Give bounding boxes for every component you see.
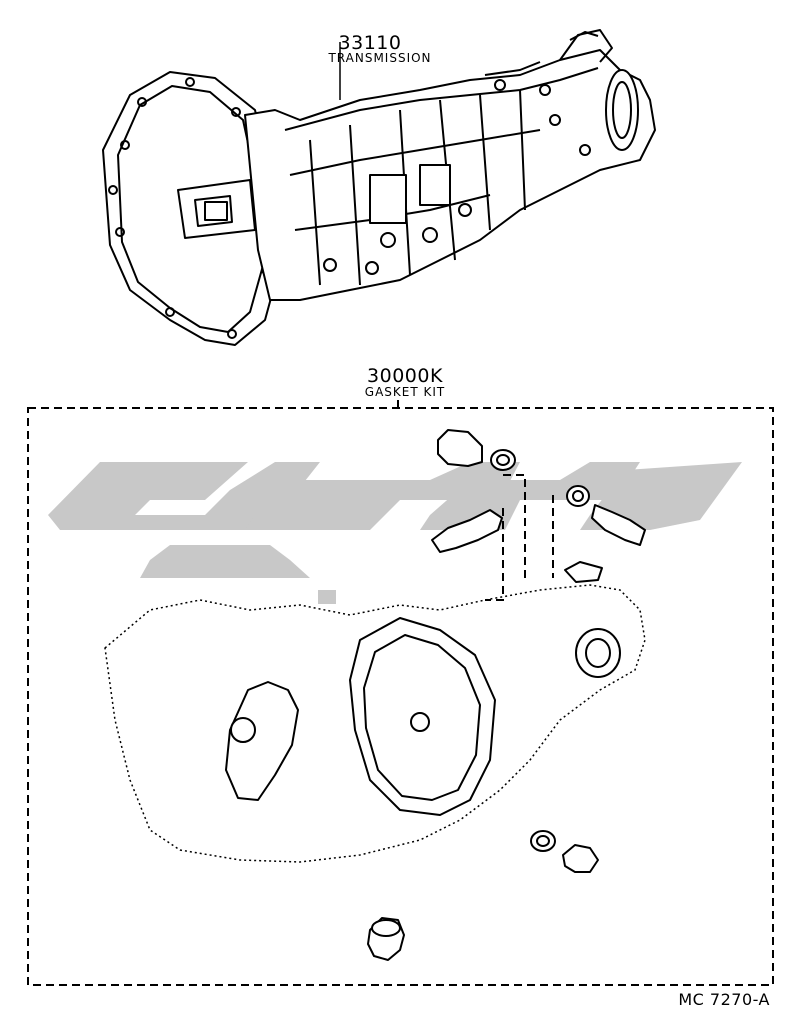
watermark-logo: [48, 462, 742, 604]
transmission-ghost-outline: [104, 584, 646, 863]
transmission-part-number: 33110: [338, 32, 402, 54]
plug-upper-left: [437, 429, 483, 467]
front-cover-gasket: [225, 681, 299, 801]
gasket-kit-part-number: 30000K: [367, 365, 443, 387]
gasket-kit-parts: [225, 429, 646, 961]
gasket-kit-part-name: GASKET KIT: [364, 385, 446, 399]
transmission-part-name: TRANSMISSION: [328, 51, 432, 65]
small-gasket: [564, 561, 603, 583]
case-gasket-inner: [363, 634, 481, 801]
gasket-kit-boundary: [27, 400, 774, 986]
switch-sensor-left: [431, 509, 503, 553]
switch-sensor-right: [591, 504, 646, 546]
front-seal: [230, 717, 256, 743]
diagram-code: MC 7270-A: [678, 990, 770, 1009]
drain-plug: [562, 844, 599, 873]
case-gasket-outer: [349, 617, 496, 816]
transmission-illustration: [102, 29, 656, 346]
